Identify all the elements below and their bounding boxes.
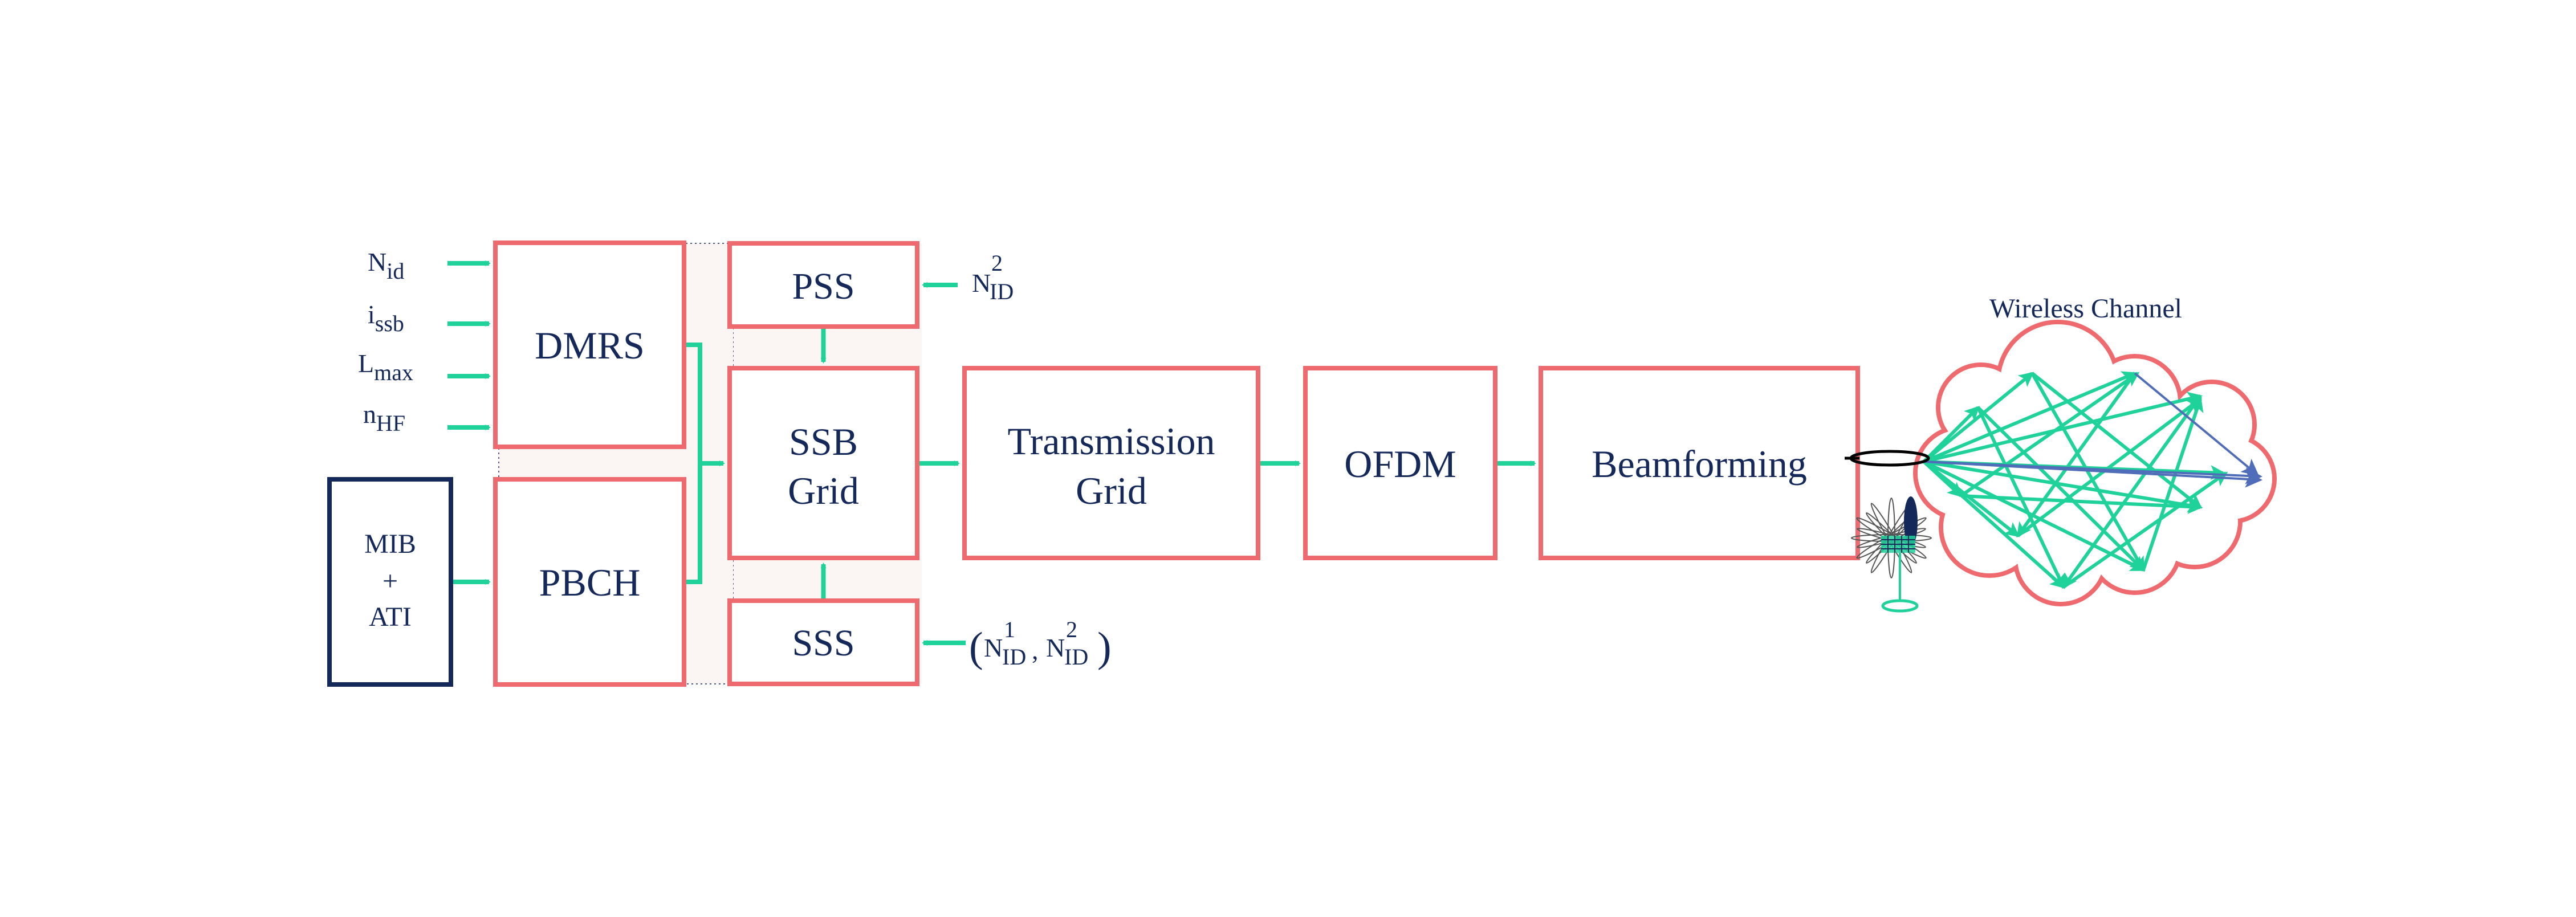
svg-text:,: , bbox=[1032, 635, 1039, 665]
pss-block: PSS bbox=[727, 241, 919, 329]
ofdm-label: OFDM bbox=[1344, 442, 1456, 486]
pss-label: PSS bbox=[792, 266, 854, 307]
svg-text:2: 2 bbox=[1066, 617, 1077, 642]
pbch-label: PBCH bbox=[539, 561, 641, 604]
svg-text:N: N bbox=[1046, 633, 1065, 662]
connector-arrows bbox=[447, 260, 1536, 646]
input-sss-nid-pair: ( N 1 ID , N 2 ID ) bbox=[969, 617, 1112, 671]
sss-label: SSS bbox=[792, 622, 854, 664]
ofdm-block: OFDM bbox=[1303, 366, 1497, 560]
transmission-grid-block: Transmission Grid bbox=[962, 366, 1260, 560]
ssb-grid-block: SSB Grid bbox=[727, 366, 919, 560]
svg-text:(: ( bbox=[969, 624, 983, 671]
transmission-label: Transmission bbox=[1007, 419, 1215, 463]
svg-text:ID: ID bbox=[1064, 644, 1088, 670]
beamforming-block: Beamforming bbox=[1539, 366, 1860, 560]
grid-label: Grid bbox=[788, 469, 859, 512]
input-n-hf: nHF bbox=[363, 400, 405, 436]
pbch-block: PBCH bbox=[493, 477, 686, 687]
wireless-channel-cloud: Wireless Channel bbox=[1913, 294, 2277, 606]
dmrs-block: DMRS bbox=[493, 241, 686, 449]
ssb-label: SSB bbox=[789, 420, 858, 463]
multipath-rays bbox=[1922, 371, 2228, 589]
antenna-main-lobe-icon bbox=[1881, 496, 1919, 613]
antenna-beam-icon bbox=[1845, 450, 1930, 467]
sss-block: SSS bbox=[727, 598, 919, 686]
plus-label: + bbox=[382, 566, 398, 596]
input-l-max: Lmax bbox=[358, 349, 413, 385]
input-pss-nid2: N 2 ID bbox=[972, 250, 1014, 304]
mib-label: MIB bbox=[364, 529, 416, 559]
mib-ati-block: MIB + ATI bbox=[327, 477, 453, 687]
wireless-channel-title: Wireless Channel bbox=[1989, 294, 2182, 324]
beamforming-label: Beamforming bbox=[1592, 442, 1807, 486]
input-n-id: Nid bbox=[368, 247, 404, 284]
transmission-grid-label: Grid bbox=[1076, 469, 1147, 512]
svg-text:N: N bbox=[972, 268, 991, 297]
input-i-ssb: issb bbox=[368, 300, 404, 336]
svg-text:1: 1 bbox=[1004, 617, 1015, 642]
svg-text:ID: ID bbox=[990, 279, 1014, 304]
svg-text:ID: ID bbox=[1002, 644, 1026, 670]
svg-text:): ) bbox=[1097, 624, 1112, 671]
ati-label: ATI bbox=[369, 602, 412, 632]
dmrs-label: DMRS bbox=[535, 324, 645, 367]
svg-text:N: N bbox=[984, 633, 1003, 662]
svg-text:2: 2 bbox=[991, 250, 1003, 276]
direct-rays bbox=[1923, 372, 2262, 488]
